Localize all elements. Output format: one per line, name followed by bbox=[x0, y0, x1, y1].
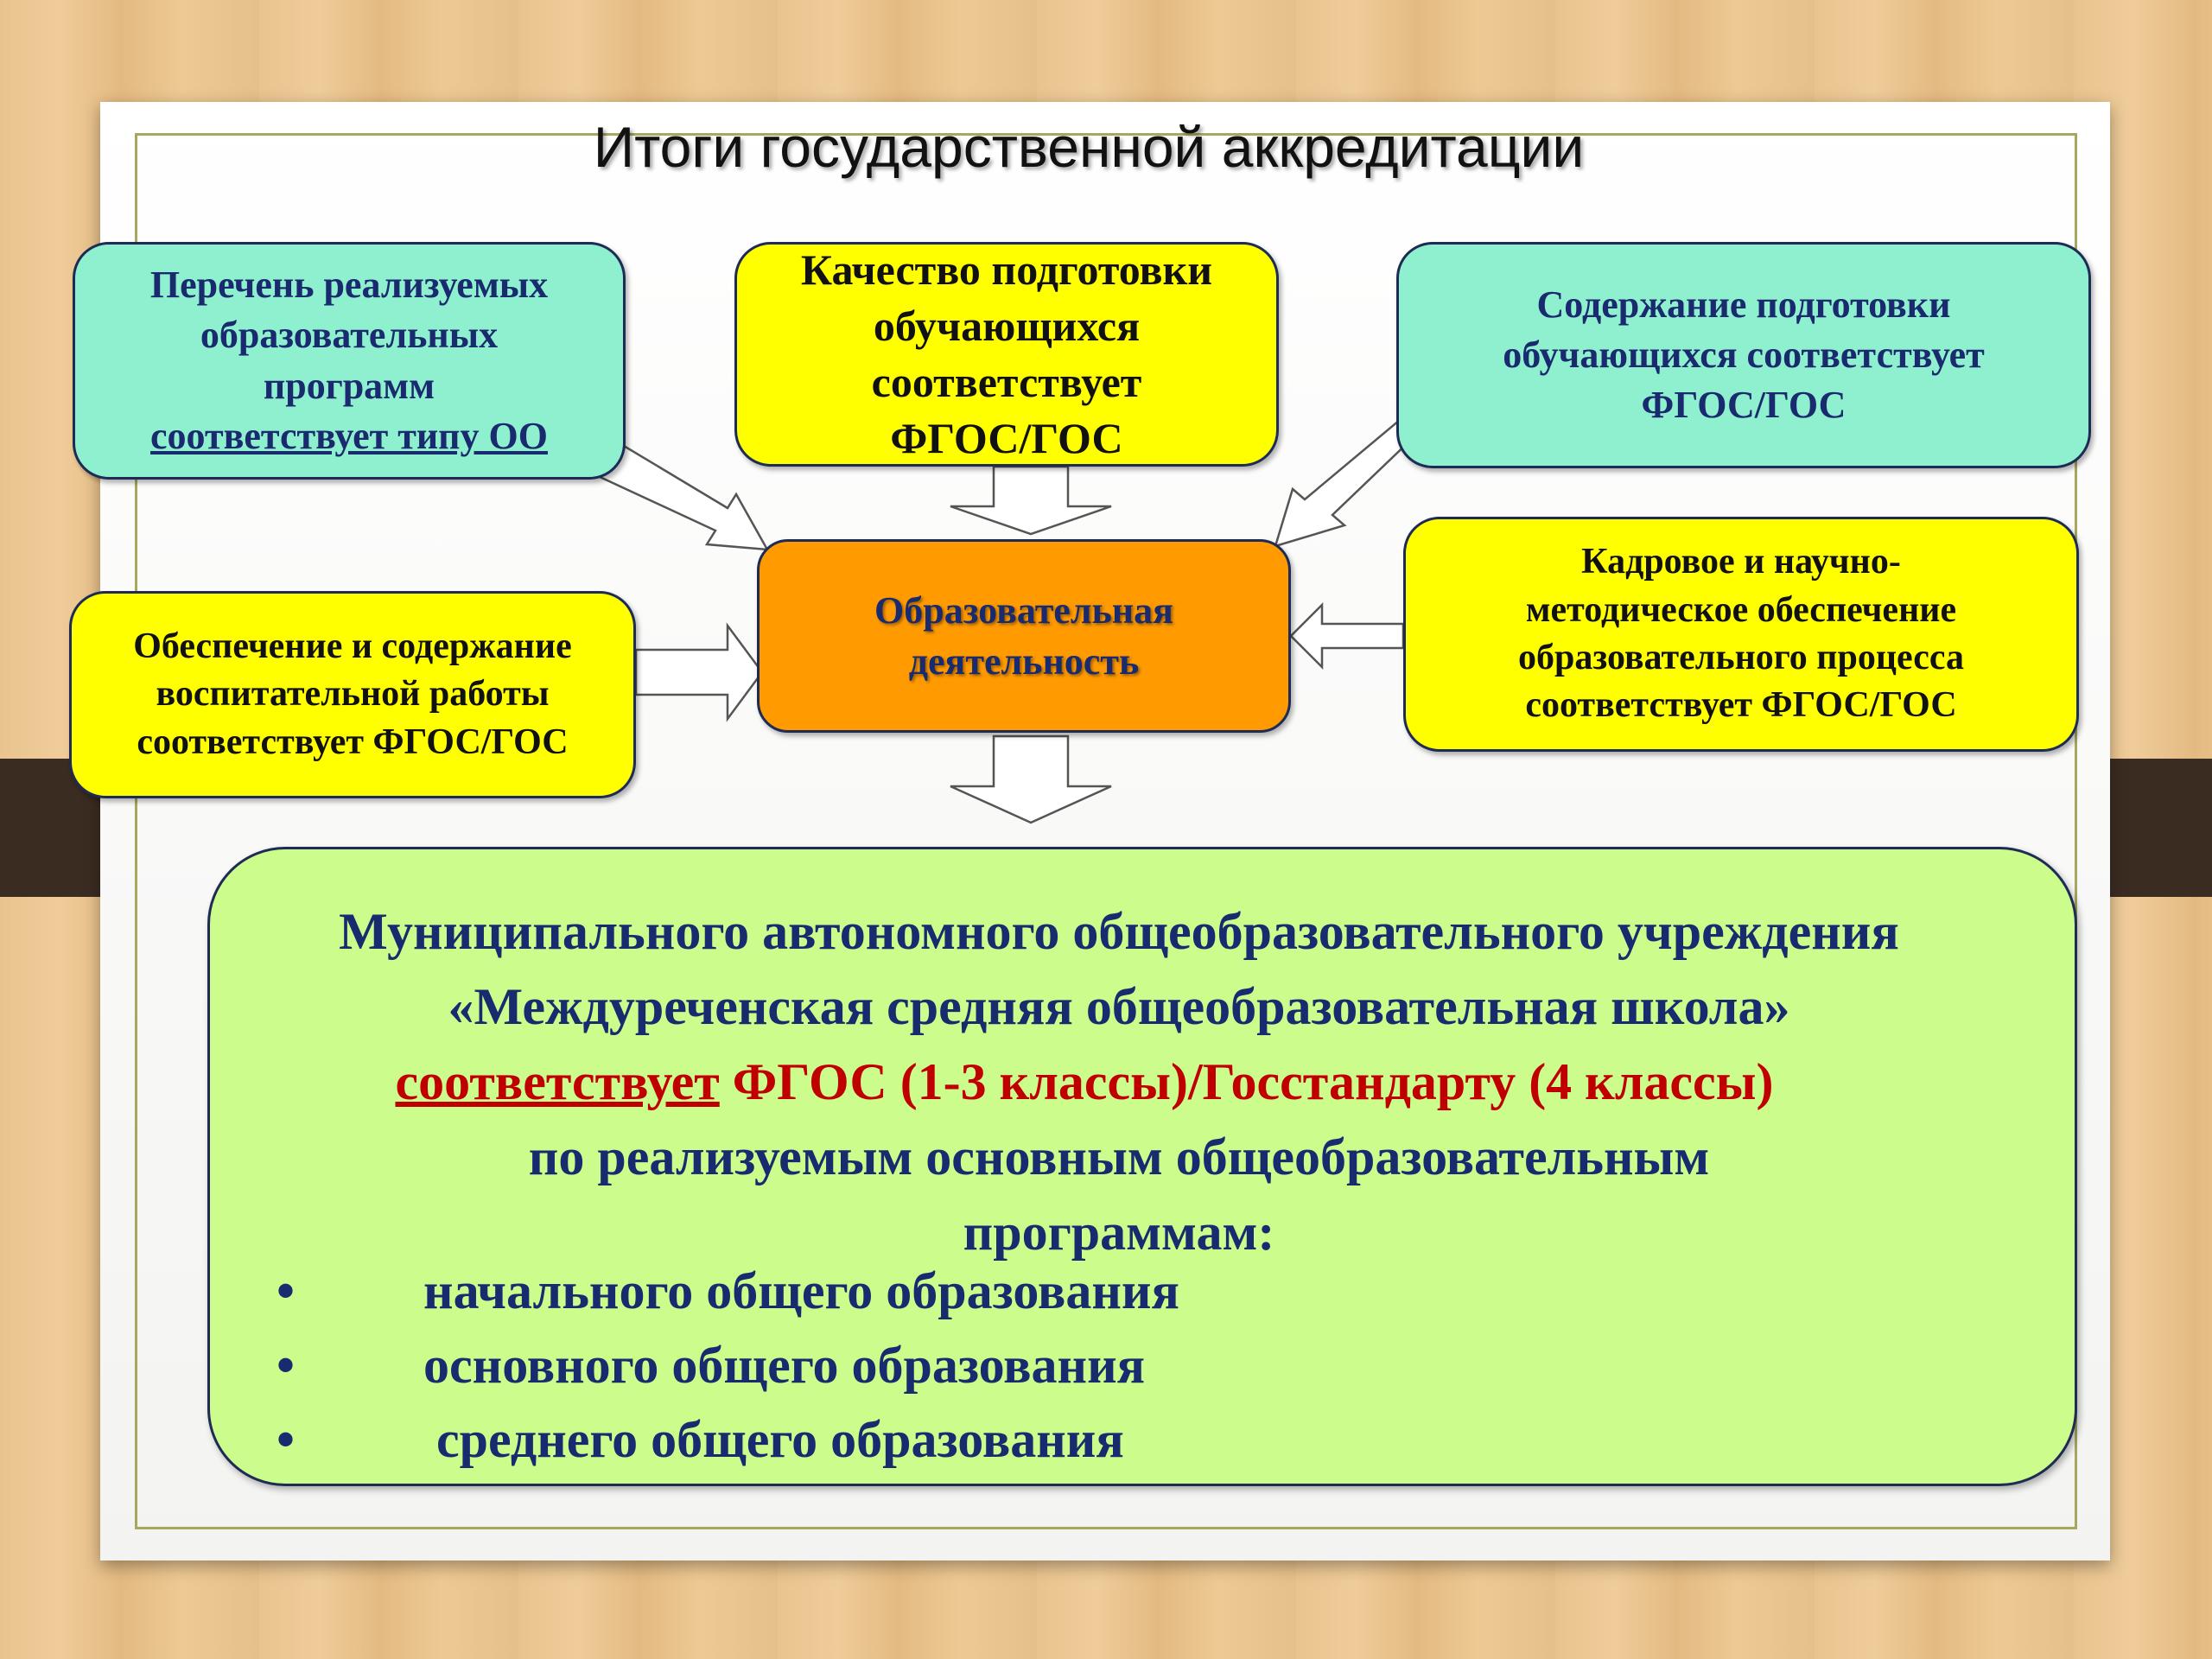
box-staff-support-text: Кадровое и научно- методическое обеспече… bbox=[1517, 542, 1965, 726]
summary-line-5: программам: bbox=[963, 1204, 1275, 1261]
arrow-bottom-center bbox=[950, 734, 1112, 824]
arrow-right-mid bbox=[1289, 601, 1405, 671]
arrow-top-left bbox=[594, 444, 770, 551]
page-title: Итоги государственной аккредитации bbox=[593, 115, 1585, 179]
summary-line-4: по реализуемым основным общеобразователь… bbox=[528, 1128, 1710, 1185]
bullet-icon: • bbox=[276, 1337, 296, 1394]
list-item-label: начального общего образования bbox=[423, 1262, 1179, 1319]
summary-complies: соответствует bbox=[395, 1053, 720, 1110]
arrow-top-right bbox=[1274, 418, 1415, 548]
box-training-content-text: Содержание подготовки обучающихся соотве… bbox=[1503, 283, 1985, 427]
summary-standards: ФГОС (1-3 классы)/Госстандарту (4 классы… bbox=[719, 1053, 1774, 1110]
summary-line-3: соответствует ФГОС (1-3 классы)/Госстанд… bbox=[130, 1045, 2108, 1120]
summary-box bbox=[207, 847, 2077, 1486]
summary-line-1: Муниципального автономного общеобразоват… bbox=[339, 903, 1899, 960]
list-item: • среднего общего образования bbox=[276, 1410, 1918, 1484]
bullet-icon: • bbox=[276, 1411, 296, 1468]
summary-text: Муниципального автономного общеобразоват… bbox=[130, 894, 2108, 1270]
list-item-label: основного общего образования bbox=[423, 1337, 1146, 1394]
box-programs-list: Перечень реализуемых образовательных про… bbox=[73, 242, 626, 480]
box-educational-activity-text: Образовательная деятельность bbox=[874, 588, 1173, 683]
program-list: • начального общего образования • основн… bbox=[276, 1262, 1918, 1484]
bullet-icon: • bbox=[276, 1262, 296, 1319]
list-item: • основного общего образования bbox=[276, 1336, 1918, 1410]
list-item-label: среднего общего образования bbox=[423, 1411, 1124, 1468]
box-programs-list-underlined: соответствует типу ОО bbox=[150, 414, 548, 457]
arrow-left-mid bbox=[634, 622, 764, 722]
box-training-quality: Качество подготовки обучающихся соответс… bbox=[734, 242, 1279, 467]
box-educational-work: Обеспечение и содержание воспитательной … bbox=[69, 591, 636, 798]
box-staff-support: Кадровое и научно- методическое обеспече… bbox=[1403, 517, 2079, 752]
slide-frame bbox=[135, 133, 2077, 1529]
box-educational-work-text: Обеспечение и содержание воспитательной … bbox=[133, 626, 572, 762]
box-training-content: Содержание подготовки обучающихся соотве… bbox=[1396, 242, 2091, 468]
arrow-top-center bbox=[950, 465, 1112, 536]
box-programs-list-text: Перечень реализуемых образовательных про… bbox=[149, 264, 549, 407]
box-training-quality-text: Качество подготовки обучающихся соответс… bbox=[800, 245, 1213, 462]
list-item: • начального общего образования bbox=[276, 1262, 1918, 1336]
summary-line-2: «Междуреченская средняя общеобразователь… bbox=[448, 978, 1790, 1035]
box-educational-activity: Образовательная деятельность bbox=[757, 539, 1291, 733]
